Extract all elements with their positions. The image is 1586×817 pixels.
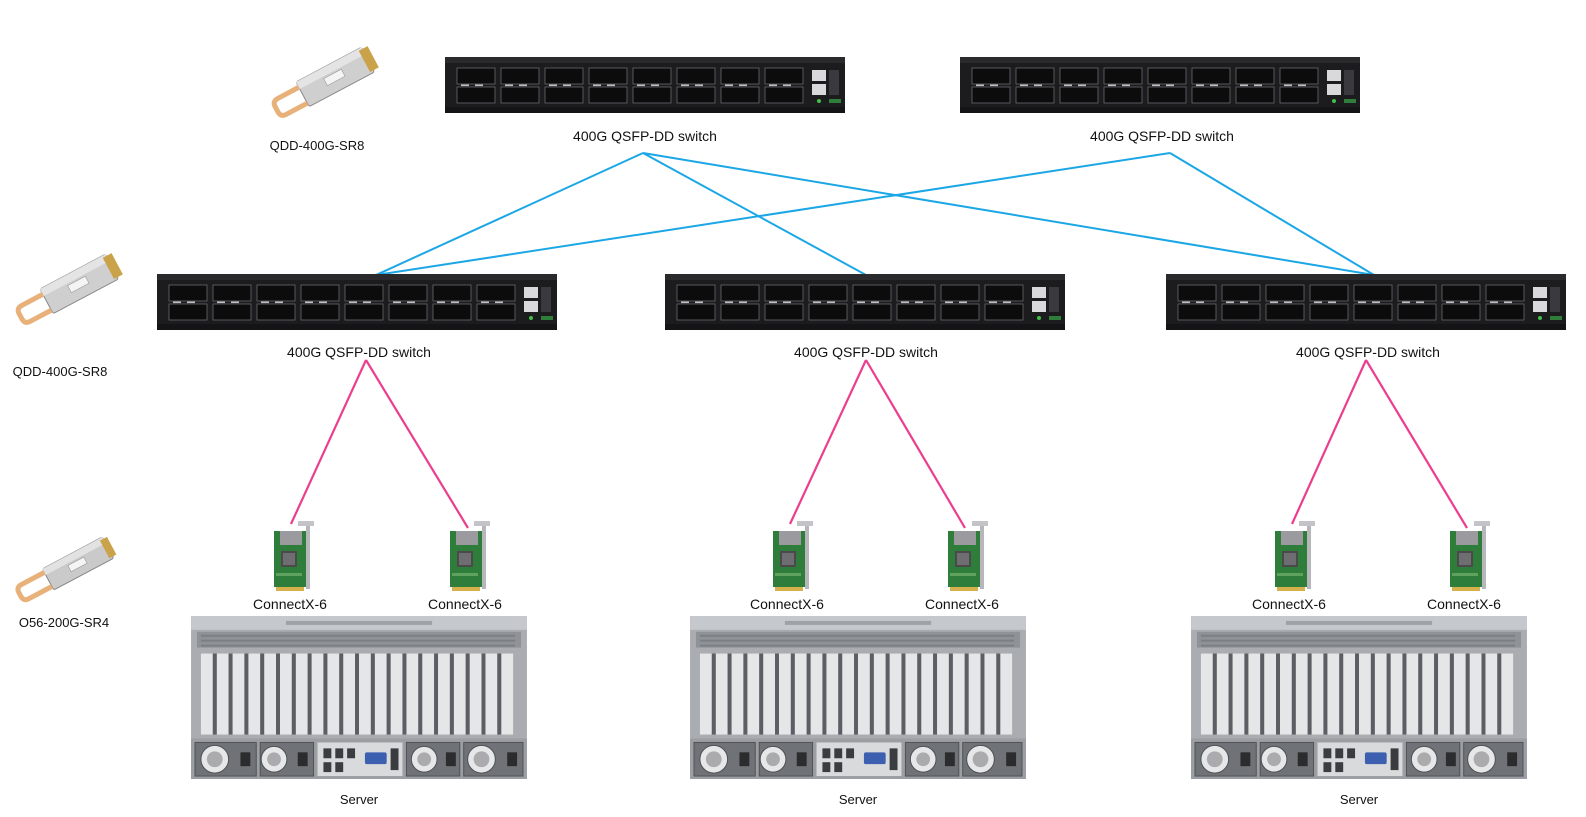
spine-leaf-links <box>375 152 1375 276</box>
spine-switch-1: 400G QSFP-DD switch <box>444 57 846 144</box>
connectx-6-nic-icon <box>1275 521 1315 591</box>
link-leaf-3-nic-3a <box>1290 359 1368 525</box>
connectx-6-nic-icon <box>274 521 314 591</box>
connectx-6-nic-icon <box>773 521 813 591</box>
server-rack-1: ConnectX-6 ConnectX-6 Server <box>190 521 528 807</box>
nic-label: ConnectX-6 <box>253 596 327 612</box>
server-rack-2: ConnectX-6 ConnectX-6 Server <box>689 521 1027 807</box>
nic-label: ConnectX-6 <box>750 596 824 612</box>
leaf-switch-3: 400G QSFP-DD switch <box>1166 274 1566 360</box>
link-spine-2-leaf-1 <box>375 152 1171 276</box>
nic-label: ConnectX-6 <box>1252 596 1326 612</box>
gpu-server-chassis <box>689 616 1027 779</box>
module-label: O56-200G-SR4 <box>19 615 109 630</box>
qsfp-dd-transceiver-icon <box>270 44 380 120</box>
nic-label: ConnectX-6 <box>428 596 502 612</box>
server-rack-3: ConnectX-6 ConnectX-6 Server <box>1190 521 1528 807</box>
transceiver-module-3: O56-200G-SR4 <box>14 535 117 630</box>
switch-label: 400G QSFP-DD switch <box>287 344 431 360</box>
nic-label: ConnectX-6 <box>925 596 999 612</box>
leaf-nic-links <box>289 359 1468 529</box>
leaf-switch-1: 400G QSFP-DD switch <box>157 274 557 360</box>
link-leaf-3-nic-3b <box>1365 359 1468 529</box>
switch-front-panel <box>444 57 846 113</box>
module-label: QDD-400G-SR8 <box>13 364 108 379</box>
link-spine-1-leaf-3 <box>642 152 1375 276</box>
server-label: Server <box>340 792 379 807</box>
qsfp-dd-transceiver-icon <box>14 251 124 327</box>
module-label: QDD-400G-SR8 <box>270 138 365 153</box>
connectx-6-nic-icon <box>948 521 988 591</box>
switch-label: 400G QSFP-DD switch <box>1090 128 1234 144</box>
nic-label: ConnectX-6 <box>1427 596 1501 612</box>
switch-front-panel <box>157 274 557 330</box>
link-spine-2-leaf-3 <box>1169 152 1375 276</box>
transceiver-module-1: QDD-400G-SR8 <box>270 44 380 153</box>
server-label: Server <box>839 792 878 807</box>
connectx-6-nic-icon <box>450 521 490 591</box>
switch-label: 400G QSFP-DD switch <box>573 128 717 144</box>
link-spine-1-leaf-1 <box>375 152 644 276</box>
switch-label: 400G QSFP-DD switch <box>794 344 938 360</box>
switch-front-panel <box>960 57 1360 113</box>
spine-switch-2: 400G QSFP-DD switch <box>960 57 1360 144</box>
link-spine-1-leaf-2 <box>642 152 867 276</box>
switch-label: 400G QSFP-DD switch <box>1296 344 1440 360</box>
link-leaf-2-nic-2b <box>865 359 966 529</box>
connectx-6-nic-icon <box>1450 521 1490 591</box>
transceiver-module-2: QDD-400G-SR8 <box>13 251 124 379</box>
switch-front-panel <box>1166 274 1566 330</box>
server-label: Server <box>1340 792 1379 807</box>
switch-front-panel <box>665 274 1065 330</box>
link-leaf-1-nic-1b <box>365 359 469 529</box>
leaf-switch-2: 400G QSFP-DD switch <box>665 274 1065 360</box>
link-leaf-2-nic-2a <box>789 359 867 525</box>
qsfp56-transceiver-icon <box>14 535 117 605</box>
gpu-server-chassis <box>1190 616 1528 779</box>
gpu-server-chassis <box>190 616 528 779</box>
link-leaf-1-nic-1a <box>289 359 368 525</box>
